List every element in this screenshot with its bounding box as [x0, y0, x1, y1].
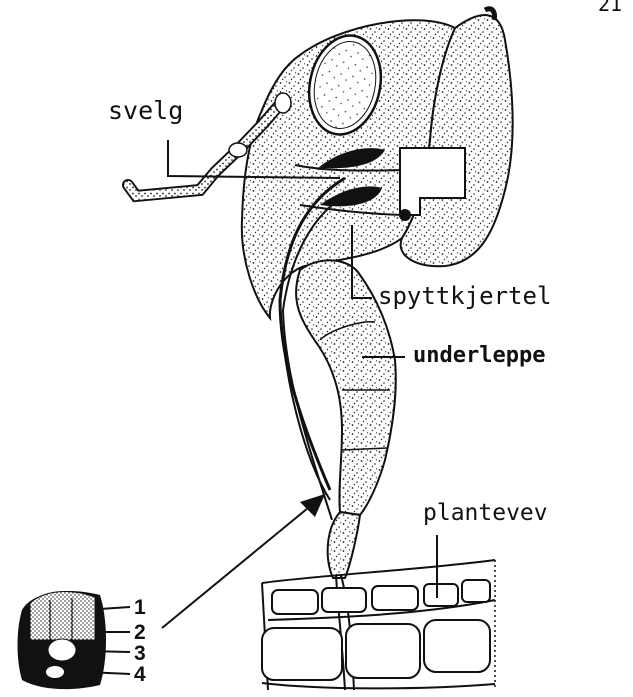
label-plantevev: plantevev — [423, 502, 548, 525]
cross-section — [18, 591, 107, 689]
label-svelg: svelg — [108, 98, 183, 123]
labium-tip — [328, 512, 360, 578]
cross-section-number-4: 4 — [134, 664, 146, 685]
page-number: 21 — [598, 0, 622, 14]
label-spyttkjertel: spyttkjertel — [378, 284, 551, 308]
label-underleppe: underleppe — [413, 345, 545, 367]
cross-section-number-1: 1 — [134, 597, 146, 618]
plant-tissue — [262, 560, 495, 690]
cross-section-number-3: 3 — [134, 643, 146, 664]
cross-section-number-2: 2 — [134, 622, 146, 643]
